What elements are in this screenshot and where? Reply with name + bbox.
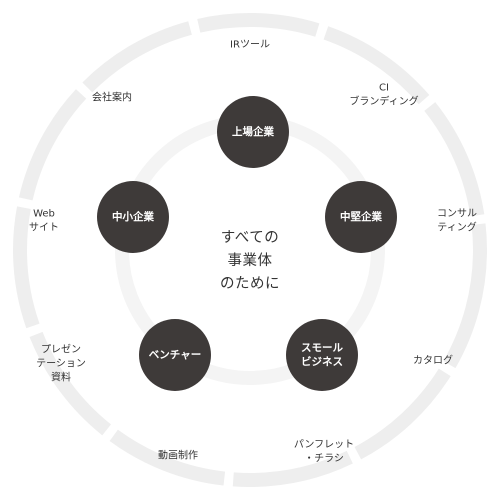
outer-dashed-ring (13, 13, 487, 487)
node-circle (139, 319, 211, 391)
node-label-line: ベンチャー (149, 349, 201, 361)
service-label-line: コンサル (437, 208, 477, 220)
service-label-line: 資料 (51, 371, 71, 384)
node-label-line: 中堅企業 (340, 210, 382, 223)
node-circle (325, 181, 397, 253)
service-catalog: カタログ (413, 354, 453, 367)
service-label-line: CI (379, 83, 389, 94)
node-sme: 中小企業 (97, 181, 169, 253)
node-circle (217, 96, 289, 168)
service-label-line: プレゼン (41, 344, 81, 356)
service-label-line: 会社案内 (92, 91, 132, 104)
service-label-line: ・チラシ (304, 453, 344, 465)
center-line-1: すべての (221, 229, 279, 246)
node-label-line: 中小企業 (112, 210, 154, 223)
node-circle (286, 319, 358, 391)
service-label-line: 動画制作 (158, 449, 198, 462)
node-circle (97, 181, 169, 253)
center-line-3: のために (220, 275, 280, 292)
service-label-line: サイト (29, 222, 59, 234)
service-label-line: テーション (36, 359, 86, 370)
service-video: 動画制作 (158, 449, 198, 462)
service-label-line: ブランディング (349, 95, 418, 108)
service-web-site: Web サイト (29, 209, 59, 234)
node-venture: ベンチャー (139, 319, 211, 391)
node-label-line: 上場企業 (232, 125, 274, 138)
service-ir-tools: IRツール (230, 40, 270, 51)
node-listed: 上場企業 (217, 96, 289, 168)
center-text: すべての 事業体 のために (220, 229, 280, 292)
center-line-2: 事業体 (228, 252, 273, 269)
service-label-line: Web (33, 209, 55, 220)
service-label-line: ティング (437, 221, 476, 234)
service-label-line: パンフレット (294, 439, 354, 451)
service-label-line: IRツール (230, 40, 270, 51)
service-label-line: カタログ (413, 354, 453, 367)
node-midsize: 中堅企業 (325, 181, 397, 253)
service-company-profile: 会社案内 (92, 91, 132, 104)
service-pamphlet-flyer: パンフレット・チラシ (294, 439, 354, 465)
node-label-line: スモール (301, 342, 343, 354)
node-label-line: ビジネス (301, 355, 343, 368)
